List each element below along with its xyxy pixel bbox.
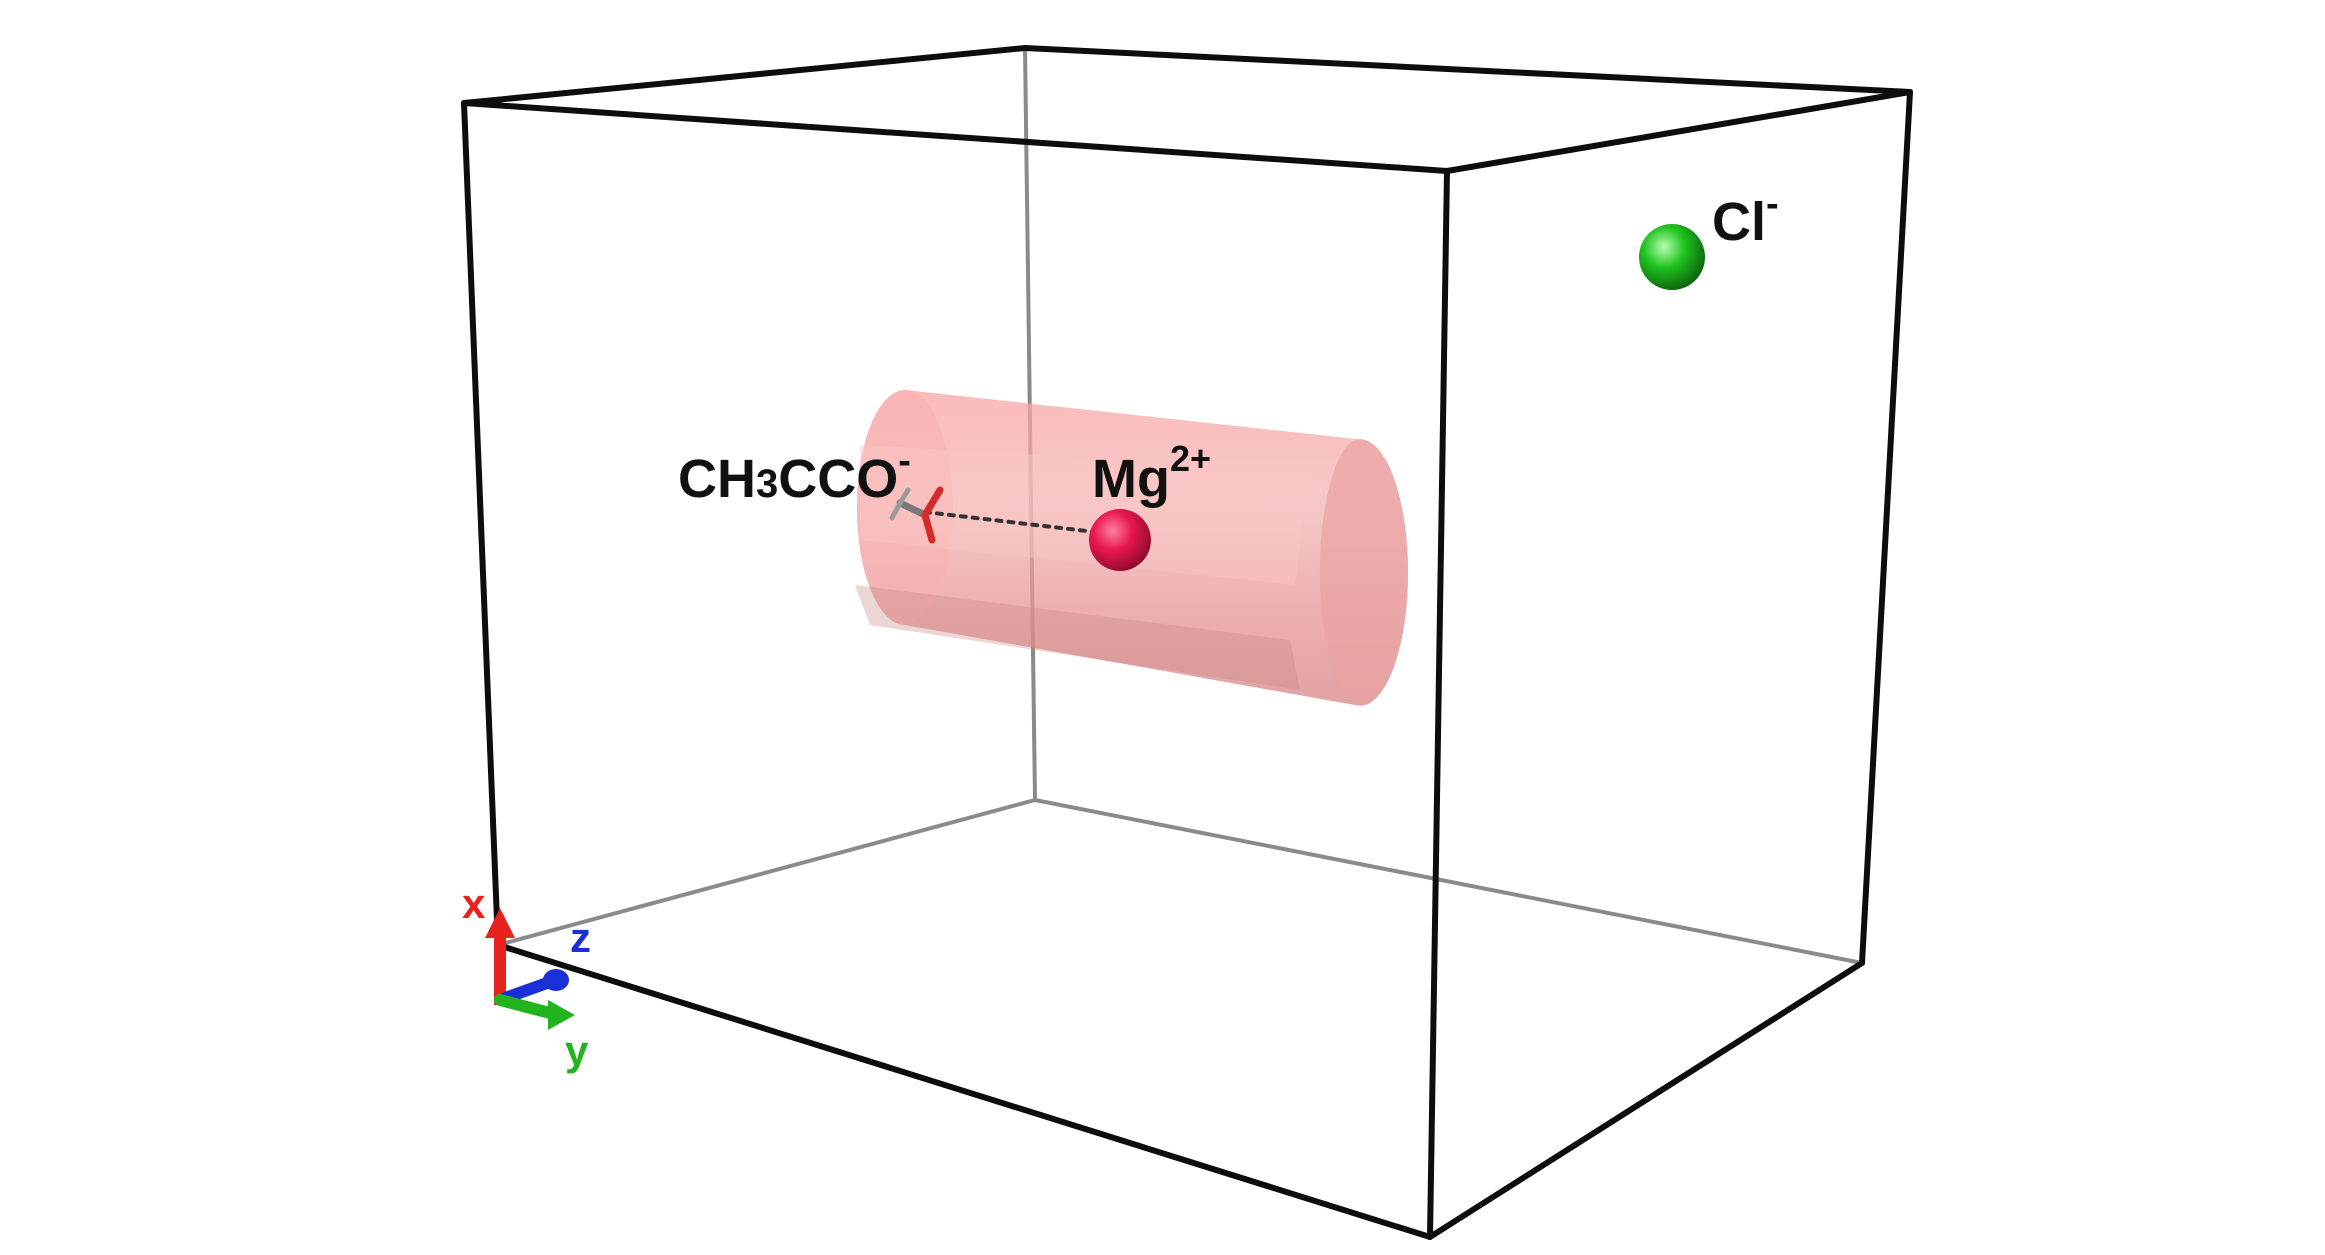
y-axis-label: y xyxy=(565,1027,589,1074)
acetate-label-charge: - xyxy=(898,440,911,482)
box-edge-bottom-front xyxy=(495,942,1433,1240)
acetate-label-pre: CH xyxy=(678,449,756,509)
box-front-edges xyxy=(461,45,1913,1240)
cylinder-shadow-band xyxy=(855,585,1300,690)
acetate-label-post: CCO xyxy=(778,449,898,509)
acetate-label-sub: 3 xyxy=(756,462,778,506)
box-edge-back-left-bottom xyxy=(496,798,1037,947)
box-edge-front-vertical xyxy=(1427,168,1450,1240)
cylinder-right-cap xyxy=(1319,438,1409,706)
x-axis-shaft xyxy=(494,935,506,1005)
box-edge-back-right-bottom xyxy=(1033,798,1864,965)
cl-label-main: Cl xyxy=(1712,192,1766,252)
acetate-label: CH3CCO- xyxy=(678,440,911,509)
cl-ion-sphere xyxy=(1639,224,1705,290)
box-edge-bottom-right xyxy=(1427,960,1865,1240)
box-edge-right-vertical xyxy=(1859,89,1913,966)
mg-ion-sphere xyxy=(1089,509,1151,571)
box-edge-top-side xyxy=(1444,89,1913,174)
x-axis-arrowhead xyxy=(485,908,515,938)
cl-label: Cl- xyxy=(1712,183,1779,252)
distance-dotted-line xyxy=(923,510,1097,534)
z-axis-label: z xyxy=(570,914,591,961)
box-edge-top-front xyxy=(461,100,1450,174)
y-axis-arrowhead xyxy=(548,1000,575,1030)
mg-label-main: Mg xyxy=(1092,449,1170,509)
box-edge-left-vertical xyxy=(461,100,501,948)
axes-triad: x z y xyxy=(462,880,591,1074)
box-edge-top-back xyxy=(461,45,1028,106)
acetate-molecule xyxy=(889,486,944,544)
cl-label-charge: - xyxy=(1766,183,1779,225)
x-axis-label: x xyxy=(462,880,486,927)
z-axis-shaft xyxy=(499,976,556,1004)
z-axis-arrowhead xyxy=(543,969,569,991)
mg-label-charge: 2+ xyxy=(1170,438,1211,479)
y-axis-shaft xyxy=(494,994,556,1019)
box-edge-top-right xyxy=(1022,45,1913,95)
mg-label: Mg2+ xyxy=(1092,438,1211,509)
cylinder-highlight-band xyxy=(860,445,1310,585)
